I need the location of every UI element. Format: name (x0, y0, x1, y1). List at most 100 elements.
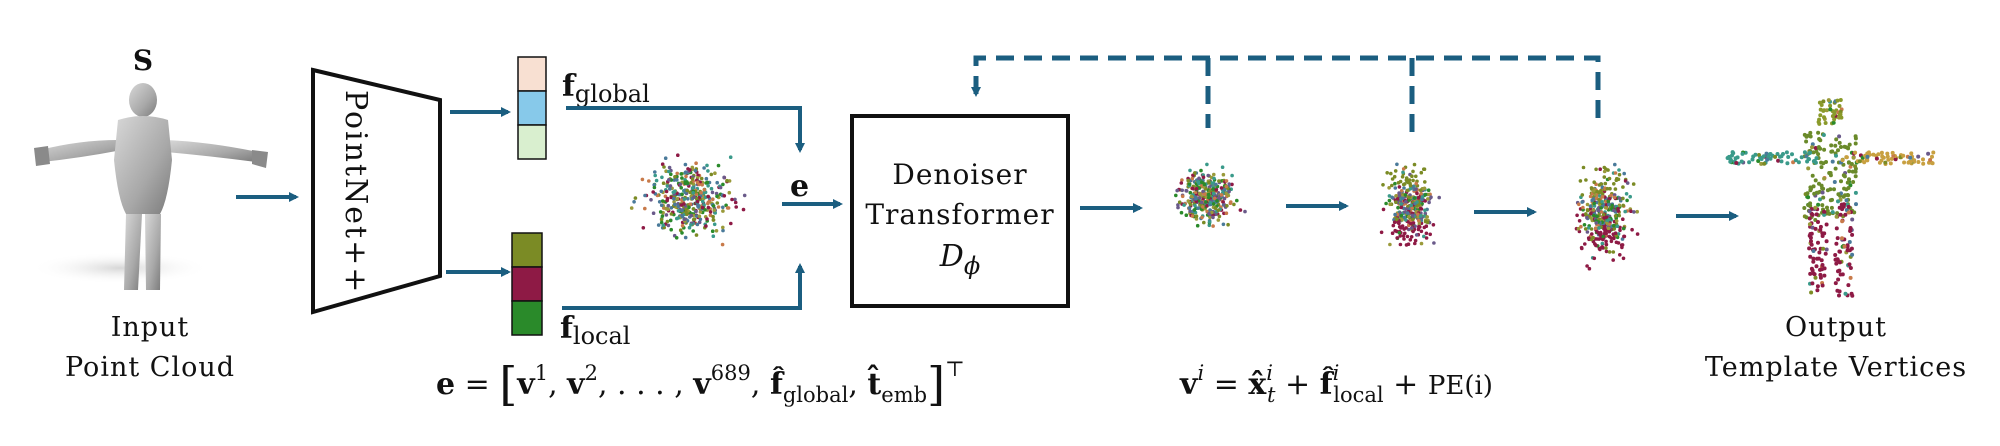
point (1187, 182, 1192, 186)
point (711, 197, 715, 201)
point (1921, 161, 1926, 166)
point (1838, 272, 1843, 277)
point (1616, 207, 1620, 211)
f-global-label: fglobal (562, 69, 650, 108)
point (1836, 277, 1841, 282)
point (1422, 225, 1427, 230)
point (1408, 183, 1413, 188)
point (649, 198, 653, 202)
point (1809, 290, 1814, 295)
point (1850, 217, 1855, 222)
point (1216, 208, 1221, 212)
point (1824, 160, 1828, 164)
point (1802, 132, 1807, 137)
point (1883, 160, 1888, 165)
point (693, 168, 698, 173)
point (1807, 216, 1812, 221)
point (1886, 157, 1891, 162)
point (1582, 223, 1587, 227)
f-global-symbol: f (562, 69, 577, 104)
point (1811, 256, 1816, 261)
point (1388, 202, 1392, 207)
point (1598, 167, 1602, 171)
point (669, 172, 673, 177)
point (1820, 231, 1825, 236)
point (1931, 150, 1936, 155)
point (695, 180, 700, 185)
point (1876, 152, 1881, 157)
point (1399, 205, 1403, 210)
global-feature-bar (517, 56, 547, 160)
point (1607, 202, 1611, 207)
point (1740, 151, 1745, 156)
point (1405, 179, 1410, 184)
point (1397, 191, 1401, 195)
point (689, 223, 693, 227)
point (1830, 197, 1834, 202)
point (1808, 134, 1813, 139)
point (1588, 204, 1593, 209)
point (1874, 156, 1879, 161)
point (1399, 189, 1404, 193)
point (1842, 202, 1846, 207)
point (659, 217, 664, 222)
point (1578, 179, 1583, 183)
point (1616, 241, 1621, 245)
point (714, 229, 719, 233)
point (1808, 271, 1813, 276)
point (1232, 202, 1236, 207)
point (1238, 208, 1243, 212)
point (1781, 152, 1785, 156)
point (1613, 187, 1618, 191)
point (1848, 266, 1853, 270)
point (1230, 182, 1234, 187)
point (686, 197, 690, 201)
point (1829, 149, 1834, 154)
point (689, 213, 693, 218)
point (1621, 203, 1625, 208)
point (680, 192, 684, 197)
input-label-line1: Input (111, 312, 190, 343)
point (1423, 208, 1427, 213)
encoder-label: PointNet++ (338, 90, 373, 294)
point (1400, 218, 1404, 222)
point (1405, 234, 1410, 239)
point (1600, 241, 1605, 246)
point (1224, 211, 1229, 215)
point (1837, 112, 1842, 117)
point (1824, 239, 1829, 244)
point (680, 176, 684, 180)
point (1606, 199, 1611, 204)
point (1885, 154, 1890, 159)
denoiser-symbol-sub: ϕ (964, 252, 980, 280)
point (1776, 158, 1781, 163)
point (643, 193, 647, 198)
point (1597, 198, 1601, 202)
point (1750, 157, 1755, 162)
point (1595, 189, 1599, 194)
point (664, 169, 668, 173)
point (1197, 198, 1201, 203)
point (659, 189, 664, 194)
point (1635, 209, 1639, 214)
point (1423, 180, 1427, 184)
point (721, 209, 725, 213)
point (1409, 203, 1413, 207)
point (660, 162, 665, 166)
point (1404, 207, 1409, 211)
point (1190, 176, 1195, 181)
point (1831, 120, 1836, 125)
point (720, 242, 725, 247)
point (1828, 107, 1833, 112)
point (1890, 150, 1895, 155)
point (1390, 231, 1395, 235)
point (1219, 186, 1224, 190)
point (1201, 189, 1205, 194)
point (1813, 205, 1818, 210)
point (1404, 200, 1408, 204)
output-template-vertices-figure (1725, 98, 1936, 298)
point (1403, 193, 1408, 197)
point (694, 161, 698, 165)
point (1811, 271, 1816, 276)
point (1816, 220, 1820, 224)
